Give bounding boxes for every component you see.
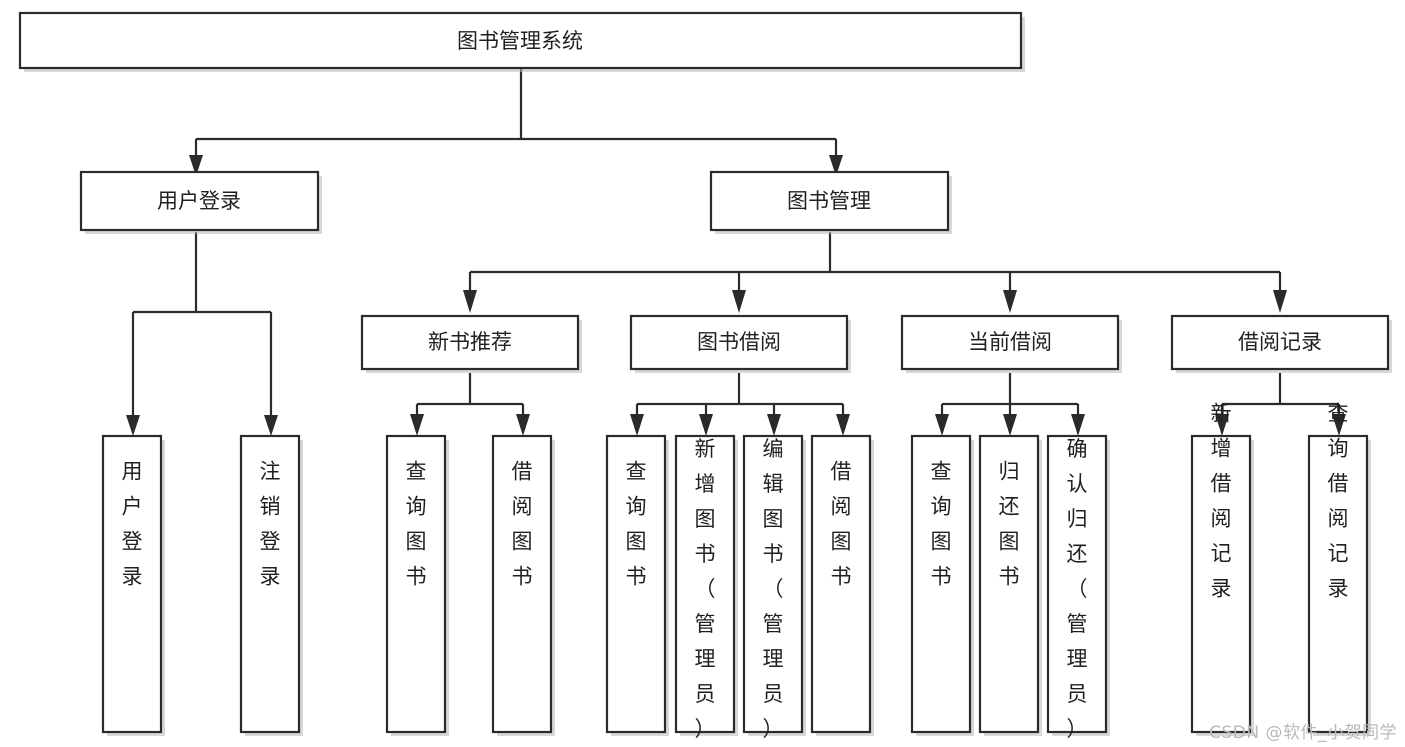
arrow-borrowrecord-leaf-2 [1332, 414, 1346, 436]
leaf-currentborrow-query-box [910, 434, 972, 734]
leaf-currentborrow-return-box [978, 434, 1040, 734]
connector-newbook-bus [415, 373, 523, 420]
new-book-recommend-box [360, 314, 580, 371]
leaf-newbook-query-book[interactable]: 查询图书 [385, 434, 449, 736]
leaf-currentborrow-return-label: 归还图书 [999, 460, 1020, 589]
connector-bookmgmt-bus [470, 232, 1280, 274]
arrow-to-leaf-user-login [126, 415, 140, 436]
leaf-currentborrow-confirm-box [1046, 434, 1108, 734]
node-user-login[interactable]: 用户登录 [79, 170, 322, 234]
leaf-logout-label: 注销登录 [260, 460, 281, 589]
leaf-newbook-borrow-box [491, 434, 553, 734]
arrow-currentborrow-leaf-2 [1003, 414, 1017, 436]
root-box [18, 11, 1023, 70]
leaf-logout-box [239, 434, 301, 734]
leaf-user-login[interactable]: 用户登录 [101, 434, 165, 736]
leaf-bookborrow-borrow-book[interactable]: 借阅图书 [810, 434, 874, 736]
arrow-borrowrecord-leaf-1 [1215, 414, 1229, 436]
node-borrow-record[interactable]: 借阅记录 [1170, 314, 1392, 373]
arrow-currentborrow-leaf-1 [935, 414, 949, 436]
leaf-bookborrow-add-book[interactable]: 新增图书（管理员） [674, 434, 738, 741]
arrow-newbook-leaf-1 [410, 414, 424, 436]
leaf-newbook-borrow-book[interactable]: 借阅图书 [491, 434, 555, 736]
leaf-bookborrow-query-label: 查询图书 [626, 460, 647, 589]
leaf-borrowrecord-add-label: 新增借阅记录 [1211, 402, 1232, 601]
leaf-currentborrow-query-book[interactable]: 查询图书 [910, 434, 974, 736]
leaf-newbook-borrow-label: 借阅图书 [512, 460, 533, 589]
leaf-currentborrow-confirm-return[interactable]: 确认归还（管理员） [1046, 434, 1110, 741]
arrow-to-leaf-logout [264, 415, 278, 436]
leaf-logout[interactable]: 注销登录 [239, 434, 303, 736]
leaf-bookborrow-borrow-label: 借阅图书 [831, 460, 852, 589]
connector-layer [126, 68, 1346, 436]
leaf-borrowrecord-query-box [1307, 434, 1369, 734]
leaf-bookborrow-add-label: 新增图书（管理员） [695, 437, 716, 741]
arrow-newbook-leaf-2 [516, 414, 530, 436]
arrow-bookborrow-leaf-3 [767, 414, 781, 436]
connector-userlogin-bus [131, 232, 271, 420]
arrow-to-user-login [189, 155, 203, 176]
book-management-label: 图书管理 [787, 189, 871, 213]
leaf-user-login-box [101, 434, 163, 734]
current-borrow-box [900, 314, 1120, 371]
arrow-currentborrow-leaf-3 [1071, 414, 1085, 436]
arrow-bookborrow-leaf-2 [699, 414, 713, 436]
arrow-to-borrow-record [1273, 290, 1287, 313]
node-current-borrow[interactable]: 当前借阅 [900, 314, 1122, 373]
arrow-to-book-management [829, 155, 843, 176]
arrow-to-current-borrow [1003, 290, 1017, 313]
connector-bookborrow-bus [637, 373, 843, 406]
leaf-newbook-query-label: 查询图书 [406, 460, 427, 589]
leaf-borrowrecord-query-label: 查询借阅记录 [1328, 402, 1349, 601]
leaf-bookborrow-add-box [674, 434, 736, 734]
leaf-bookborrow-edit-book[interactable]: 编辑图书（管理员） [742, 434, 806, 741]
book-borrow-label: 图书借阅 [697, 330, 781, 354]
node-book-management[interactable]: 图书管理 [709, 170, 952, 234]
connector-root-to-level1 [194, 68, 836, 160]
user-login-box [79, 170, 320, 232]
csdn-watermark: CSDN @软件_小贺同学 [1209, 723, 1397, 743]
connector-borrowrecord-bus [1220, 373, 1339, 420]
leaf-bookborrow-query-box [605, 434, 667, 734]
borrow-record-label: 借阅记录 [1238, 330, 1322, 354]
node-book-borrow[interactable]: 图书借阅 [629, 314, 851, 373]
leaf-borrowrecord-query-record[interactable]: 查询借阅记录 [1307, 402, 1371, 737]
new-book-recommend-label: 新书推荐 [428, 330, 512, 354]
leaf-currentborrow-confirm-label: 确认归还（管理员） [1067, 437, 1088, 741]
user-login-label: 用户登录 [157, 189, 241, 213]
arrow-to-book-borrow [732, 290, 746, 313]
arrow-bookborrow-leaf-4 [836, 414, 850, 436]
book-management-box [709, 170, 950, 232]
leaf-currentborrow-return-book[interactable]: 归还图书 [978, 434, 1042, 736]
current-borrow-label: 当前借阅 [968, 330, 1052, 354]
leaf-bookborrow-edit-box [742, 434, 804, 734]
leaf-bookborrow-borrow-box [810, 434, 872, 734]
leaf-currentborrow-query-label: 查询图书 [931, 460, 952, 589]
node-root[interactable]: 图书管理系统 [18, 11, 1025, 72]
arrow-to-new-book-recommend [463, 290, 477, 313]
node-new-book-recommend[interactable]: 新书推荐 [360, 314, 582, 373]
leaf-newbook-query-box [385, 434, 447, 734]
connector-currentborrow-bus [942, 373, 1078, 406]
root-label: 图书管理系统 [457, 29, 583, 53]
leaf-borrowrecord-add-box [1190, 434, 1252, 734]
book-borrow-box [629, 314, 849, 371]
leaf-user-login-label: 用户登录 [122, 460, 143, 589]
leaf-bookborrow-edit-label: 编辑图书（管理员） [763, 437, 784, 741]
arrow-bookborrow-leaf-1 [630, 414, 644, 436]
borrow-record-box [1170, 314, 1390, 371]
leaf-bookborrow-query-book[interactable]: 查询图书 [605, 434, 669, 736]
leaf-borrowrecord-add-record[interactable]: 新增借阅记录 [1190, 402, 1254, 737]
